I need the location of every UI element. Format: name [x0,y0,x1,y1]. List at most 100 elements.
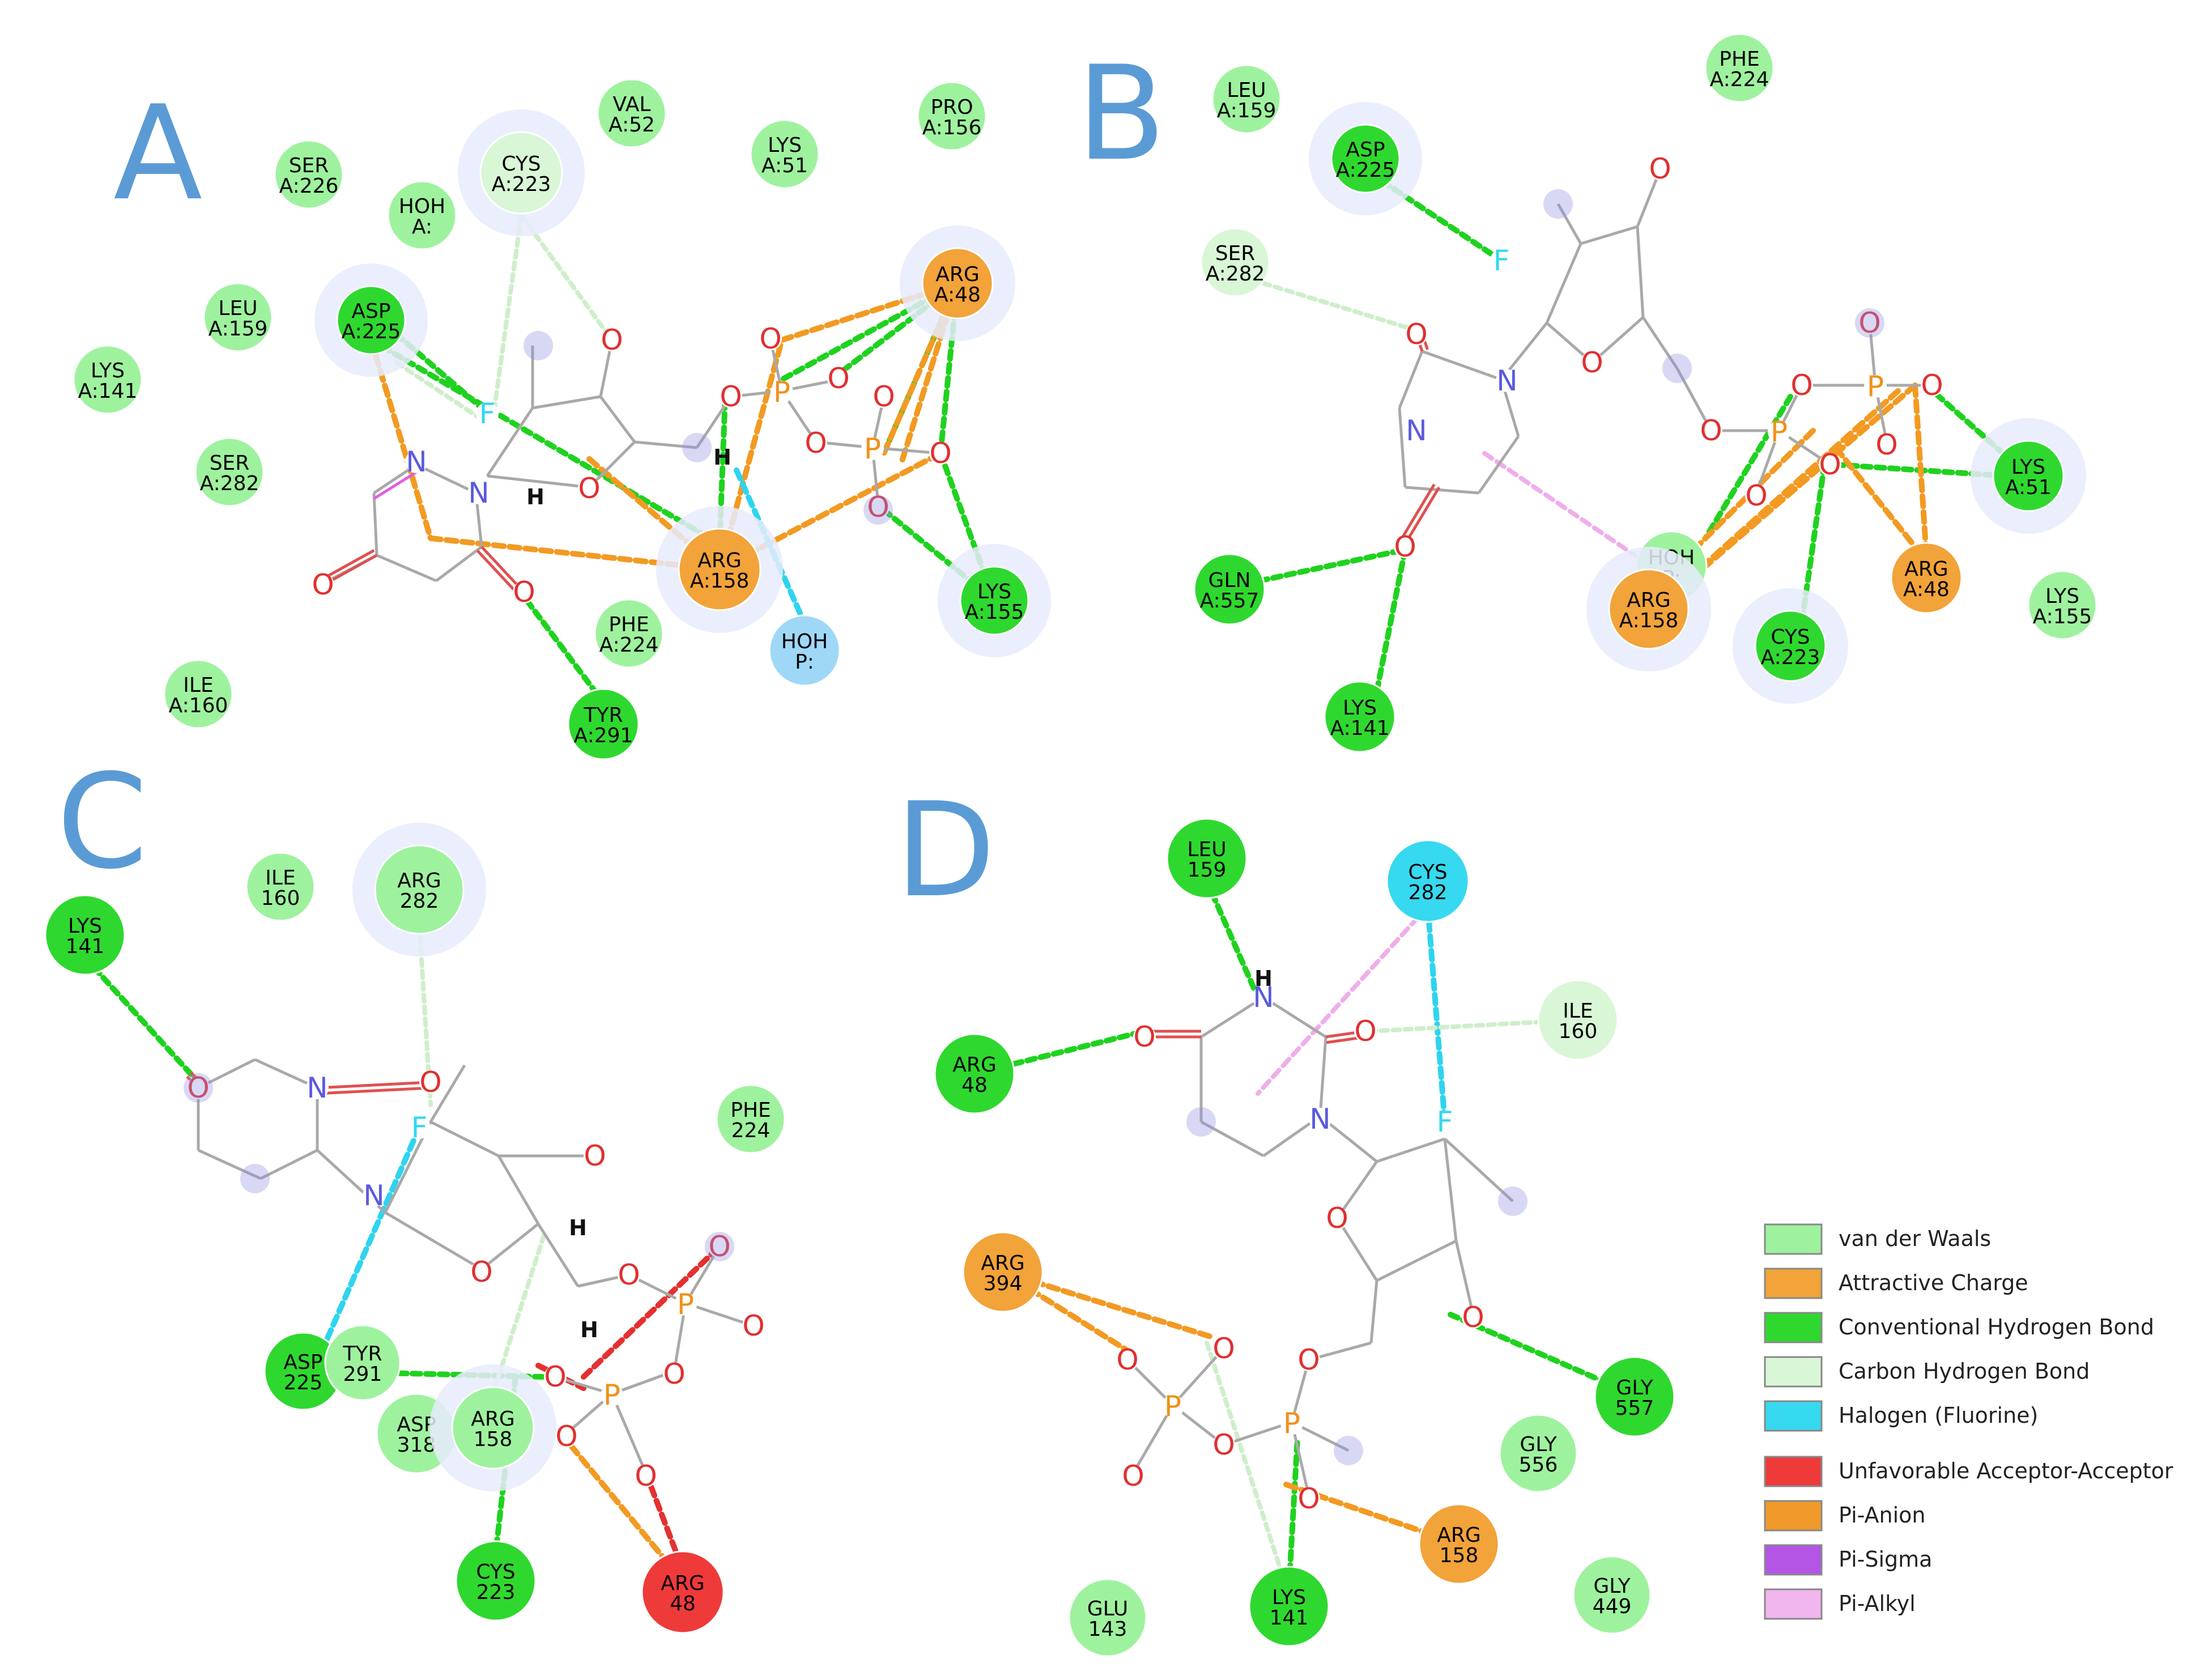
atom-backdrop [1700,419,1722,442]
residue-name: PHE [609,613,649,636]
atom-backdrop [1297,1349,1320,1371]
legend-label: Pi-Sigma [1839,1547,1932,1572]
atom-backdrop [1875,433,1898,456]
bond [487,474,590,489]
legend-swatch [1764,1588,1823,1620]
residue-number: 282 [400,890,439,913]
residue-number: A:225 [342,320,401,343]
atom-backdrop [578,477,601,500]
interaction-ch-bond [1205,1341,1288,1589]
atom-o: O [1819,448,1841,481]
residue-number: 141 [66,935,105,958]
atom-o: O [1875,428,1897,461]
atom-o: O [187,1071,209,1104]
residue-name: GLU [1087,1597,1129,1621]
residue-number: 449 [1593,1595,1632,1618]
residue-disc [2027,570,2097,640]
residue-name: ARG [1627,589,1671,612]
bond [1223,1420,1292,1447]
residue-name: ARG [471,1407,515,1431]
residue-name: LYS [2045,585,2079,608]
residue-disc [479,131,563,215]
atom-backdrop [1462,1306,1484,1329]
interaction-halogen [1425,904,1448,1125]
atom-backdrop [1354,1020,1377,1043]
residue-name: GLN [1209,569,1251,592]
interaction-charge [1833,445,1929,564]
atom-backdrop [601,329,623,351]
bond [1443,1138,1458,1241]
residue-number: 556 [1519,1453,1558,1477]
atom-backdrop [720,385,742,408]
residue-name: SER [1215,242,1256,265]
residue-disc [567,688,640,760]
interaction-hbond [1204,878,1261,1000]
residue-number: A:51 [761,154,808,177]
residue-name: GLY [1520,1433,1557,1456]
panel-letter-b: B [1077,39,1166,190]
atom-backdrop [1212,1337,1235,1360]
atom-o: O [513,576,535,609]
atom-o: O [827,362,849,395]
residue-number: A:225 [1336,159,1395,182]
bond [429,1064,466,1123]
residue-number: A:156 [922,116,982,139]
bond [254,1058,318,1090]
residue-number: 223 [476,1581,516,1604]
bond [872,446,941,455]
residue-name: HOH [781,630,828,653]
legend-swatch [1764,1400,1823,1432]
residue-number: 141 [1270,1606,1309,1630]
residue-name: ARG [981,1252,1025,1275]
residue-disc [387,180,457,250]
atom-f: F [479,397,496,430]
atom-o: O [1858,307,1880,339]
residue-number: 159 [1188,858,1227,882]
bond [588,441,636,488]
legend-item: Attractive Charge [1764,1268,2028,1299]
atom-o: O [873,380,895,413]
atom-backdrop [759,328,782,350]
residue-number: A:226 [279,175,339,198]
bond [1405,486,1479,495]
bond [537,1223,580,1287]
residue-name: ARG [397,869,441,892]
bond [1591,316,1644,364]
legend-label: Unfavorable Acceptor-Acceptor [1839,1458,2173,1483]
residue-number: A:223 [492,173,551,196]
residue-name: CYS [501,152,541,176]
bond [259,1149,318,1180]
residue-disc [44,894,126,976]
residue-name: TYR [584,704,623,727]
pi-center-glow [184,1073,213,1103]
residue-name: ILE [183,674,213,697]
atom-backdrop [805,432,827,454]
residue-name: ARG [1437,1524,1481,1547]
atom-o: O [618,1258,640,1291]
bond [634,440,697,449]
atom-backdrop [1819,453,1841,476]
residue-disc [451,1386,535,1470]
atom-backdrop [1405,323,1428,346]
atom-o: O [708,1230,730,1263]
atom-backdrop [1864,375,1887,398]
residue-number: P: [795,650,814,674]
atom-n: N [1253,981,1274,1014]
bond [1398,351,1424,409]
residue-name: SER [210,452,250,475]
bond [599,395,636,443]
residue-number: A:224 [1710,68,1769,91]
residue-name: PRO [930,96,973,119]
residue-name: CYS [1408,861,1447,884]
bond [1454,1240,1475,1315]
